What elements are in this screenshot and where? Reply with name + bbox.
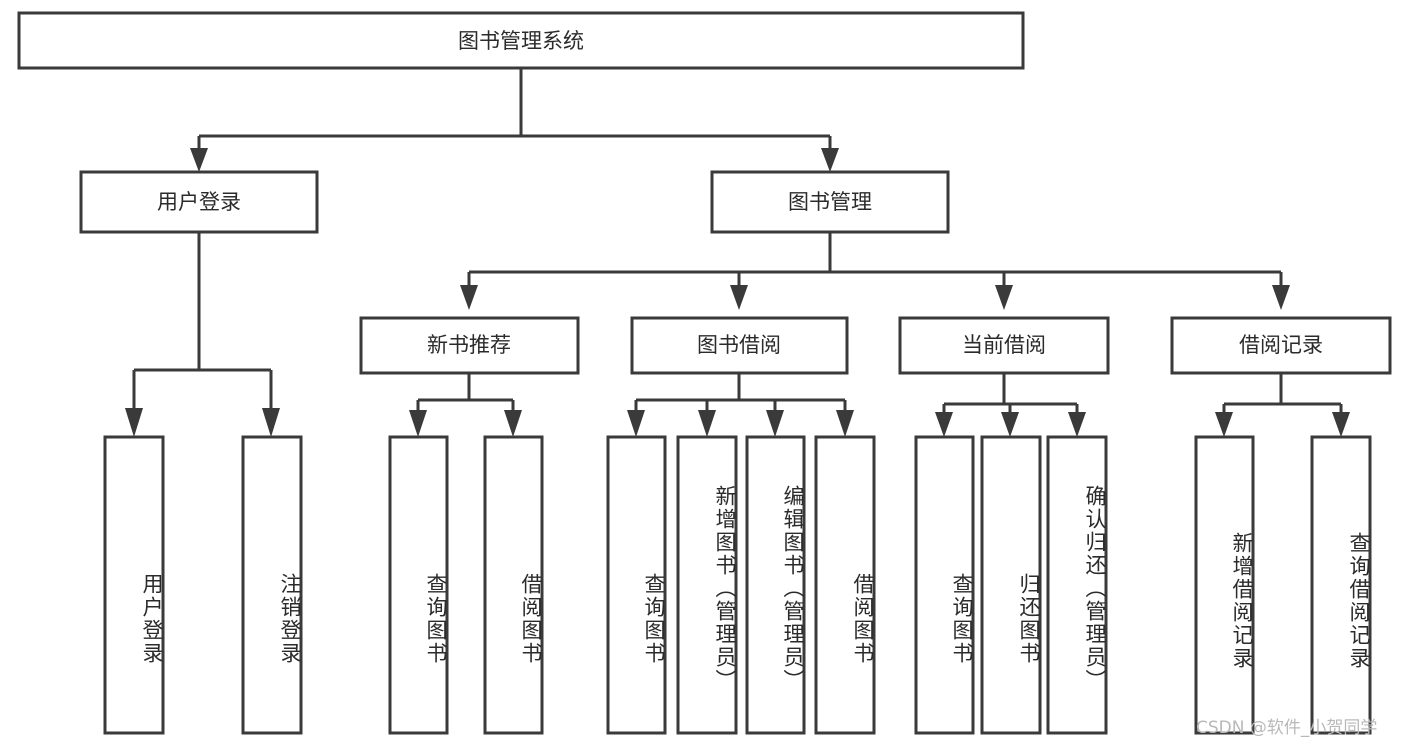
node-box-leaf-user-logout[interactable] xyxy=(241,435,303,735)
arrow-head-leaf-query-book-3 xyxy=(935,412,953,437)
connectors-user-login-to-leaves xyxy=(125,232,280,437)
node-box-book-manage[interactable] xyxy=(710,170,950,234)
node-label-user-login: 用户登录 xyxy=(157,190,241,214)
connectors-current-borrow-to-leaves xyxy=(935,373,1086,437)
node-box-borrow-record[interactable] xyxy=(1170,316,1392,375)
node-box-leaf-borrow-book-2[interactable] xyxy=(814,435,876,735)
node-box-leaf-query-book-2[interactable] xyxy=(606,435,667,735)
arrow-head-leaf-query-book-1 xyxy=(409,410,427,437)
node-box-current-borrow[interactable] xyxy=(898,316,1110,375)
arrow-head-leaf-borrow-book-1 xyxy=(504,410,522,437)
node-label-current-borrow: 当前借阅 xyxy=(962,333,1046,357)
arrow-head-leaf-confirm-return xyxy=(1068,412,1086,437)
arrow-head-leaf-query-record xyxy=(1332,412,1350,437)
node-box-leaf-query-book-1[interactable] xyxy=(388,435,449,735)
node-box-root[interactable] xyxy=(17,11,1025,70)
node-label-book-manage: 图书管理 xyxy=(788,190,872,214)
node-box-user-login[interactable] xyxy=(79,170,319,234)
node-label-root: 图书管理系统 xyxy=(458,29,584,53)
arrow-head-leaf-query-book-2 xyxy=(627,410,645,437)
node-box-leaf-add-book[interactable] xyxy=(676,435,738,735)
arrow-head-leaf-add-book xyxy=(698,410,716,437)
node-box-leaf-query-record[interactable] xyxy=(1310,435,1372,735)
arrow-head-leaf-add-record xyxy=(1215,412,1233,437)
arrow-head-new-book-recommend xyxy=(460,285,478,310)
connectors-new-book-to-leaves xyxy=(409,373,522,437)
node-box-leaf-edit-book[interactable] xyxy=(745,435,806,735)
arrow-head-book-borrow xyxy=(730,285,748,310)
connectors-root-to-level2 xyxy=(190,68,839,172)
arrow-head-leaf-return-book xyxy=(1001,412,1019,437)
arrow-head-leaf-edit-book xyxy=(766,410,784,437)
node-box-leaf-user-login[interactable] xyxy=(103,435,165,735)
node-label-borrow-record: 借阅记录 xyxy=(1239,333,1323,357)
node-box-new-book-recommend[interactable] xyxy=(359,316,580,375)
connectors-borrow-record-to-leaves xyxy=(1215,373,1350,437)
node-box-leaf-query-book-3[interactable] xyxy=(914,435,975,735)
csdn-watermark: CSDN @软件_小贺同学 xyxy=(1196,718,1378,738)
node-box-leaf-add-record[interactable] xyxy=(1194,435,1255,735)
arrow-head-book-manage xyxy=(821,148,839,172)
node-box-leaf-return-book[interactable] xyxy=(980,435,1042,735)
connectors-book-manage-to-level3 xyxy=(460,232,1290,310)
arrow-head-borrow-record xyxy=(1272,285,1290,310)
node-box-leaf-confirm-return[interactable] xyxy=(1046,435,1108,735)
arrow-head-current-borrow xyxy=(995,285,1013,310)
node-label-book-borrow: 图书借阅 xyxy=(697,333,781,357)
node-box-leaf-borrow-book-1[interactable] xyxy=(483,435,544,735)
arrow-head-leaf-user-login xyxy=(125,408,143,437)
connectors-book-borrow-to-leaves xyxy=(627,373,854,437)
arrow-head-leaf-user-logout xyxy=(262,408,280,437)
arrow-head-user-login xyxy=(190,148,208,172)
node-box-book-borrow[interactable] xyxy=(630,316,849,375)
arrow-head-leaf-borrow-book-2 xyxy=(836,410,854,437)
node-label-new-book-recommend: 新书推荐 xyxy=(427,333,511,357)
